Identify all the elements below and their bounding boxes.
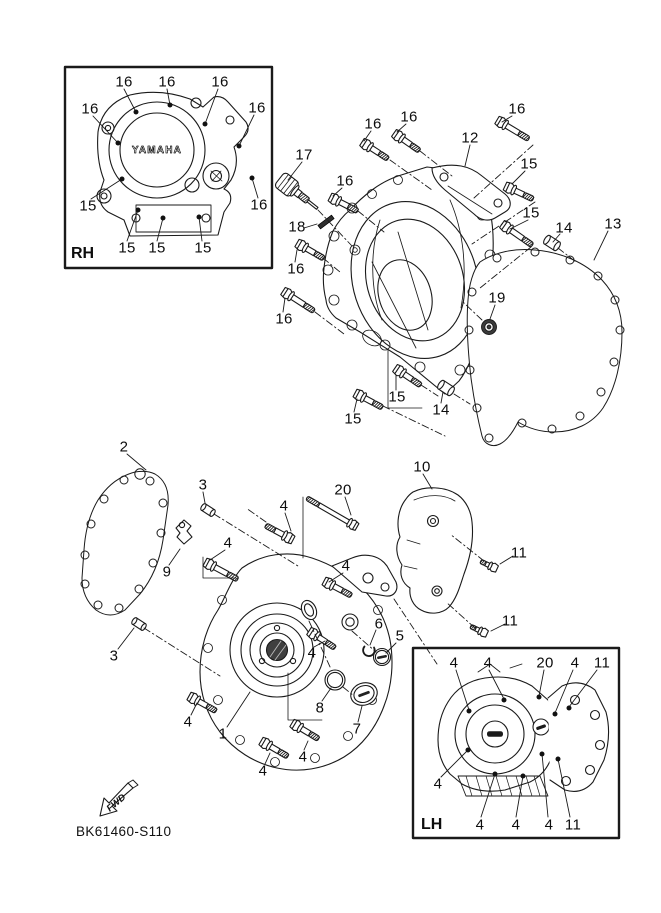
leader-lines <box>117 115 609 765</box>
rh-view-label: RH <box>71 245 95 262</box>
o-ring-8 <box>324 669 346 691</box>
lh-inset <box>411 646 621 840</box>
fwd-arrow-icon: FWD <box>99 779 139 817</box>
sprocket-cover-10-drawing <box>396 487 474 614</box>
crankcase-cover-rh-drawing <box>322 164 511 395</box>
oil-seal-19 <box>481 319 497 335</box>
rh-inset: YAMAHA <box>63 65 274 270</box>
part-code: BK61460-S110 <box>76 824 172 839</box>
group-brackets <box>202 349 423 721</box>
yamaha-logo: YAMAHA <box>132 145 182 156</box>
gasket-13-drawing <box>464 247 625 447</box>
gasket-2-drawing <box>80 468 169 616</box>
oil-dipstick-17 <box>274 172 319 210</box>
crankcase-cover-lh-drawing <box>199 553 398 771</box>
dowel-pin-18 <box>317 214 335 230</box>
lh-view-label: LH <box>421 816 443 833</box>
axis-lines <box>143 144 577 697</box>
cap-7 <box>350 682 378 706</box>
wire-clamp-9 <box>175 519 193 545</box>
